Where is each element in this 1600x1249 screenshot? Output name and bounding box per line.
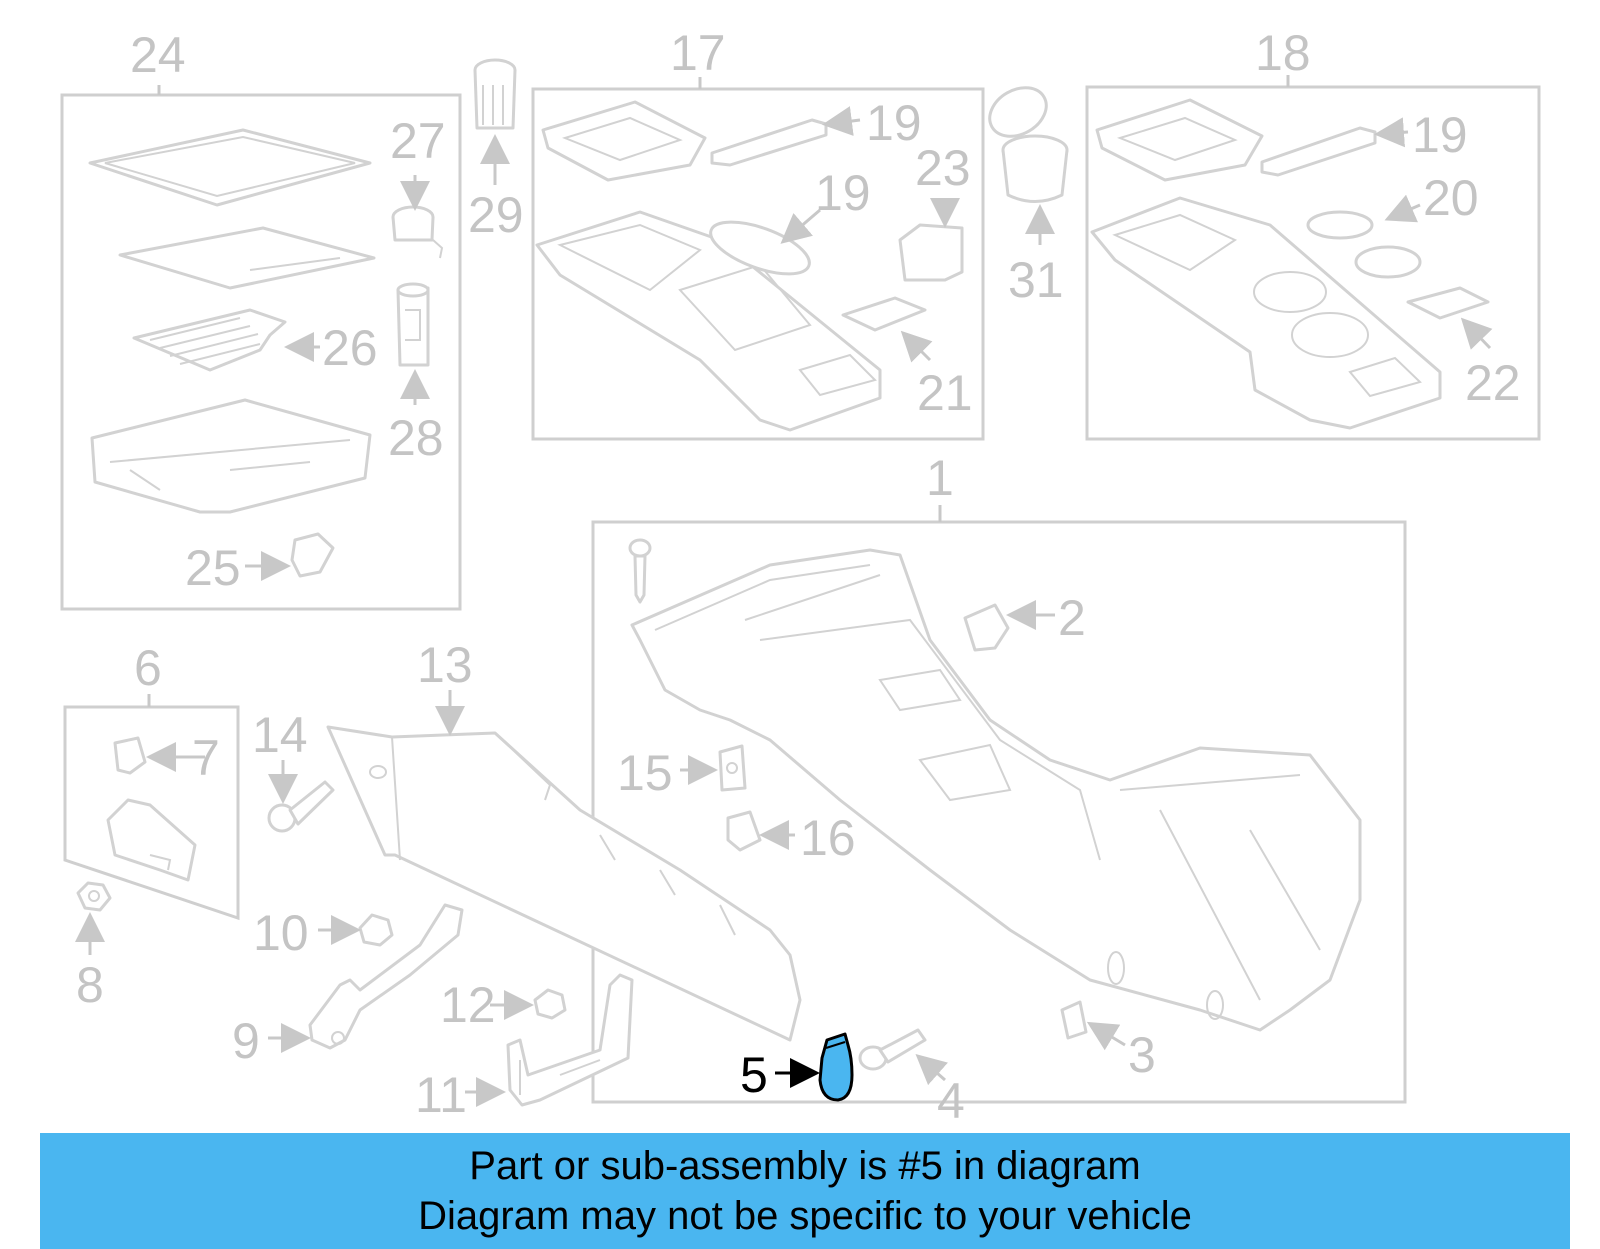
- callout-25: 24: [130, 27, 186, 83]
- bezel-upper-17: [541, 100, 707, 182]
- callout-4: 4: [937, 1073, 965, 1129]
- group-box-6: [63, 705, 240, 921]
- callout-30: 29: [468, 187, 524, 243]
- clip-2: [963, 603, 1010, 652]
- callout-23: 22: [1465, 355, 1521, 411]
- side-panel-13: [326, 725, 802, 1042]
- group-box-1: [591, 520, 1407, 1104]
- callout-20: 19: [815, 165, 871, 221]
- mat-20: [709, 220, 811, 276]
- clip-15: [718, 744, 747, 792]
- socket-28: [391, 205, 444, 259]
- bracket-6: [106, 798, 197, 882]
- callout-9: 9: [232, 1013, 260, 1069]
- callout-5: 5: [740, 1047, 768, 1103]
- armrest-lid-pad: [118, 226, 376, 290]
- callout-29: 28: [388, 410, 444, 466]
- callout-11: 11: [415, 1067, 467, 1123]
- callout-2: 2: [1058, 590, 1086, 646]
- console-top-18: [1090, 196, 1442, 430]
- trim-strip-19a: [710, 118, 828, 167]
- clip-16: [726, 810, 762, 852]
- banner-line-2: Diagram may not be specific to your vehi…: [418, 1194, 1192, 1238]
- callout-24: 23: [915, 140, 971, 196]
- mat-23: [1406, 286, 1490, 320]
- callout-8: 8: [76, 957, 104, 1013]
- bezel-upper-18: [1095, 98, 1264, 182]
- banner-line-1: Part or sub-assembly is #5 in diagram: [469, 1144, 1141, 1188]
- bracket-11: [506, 973, 634, 1107]
- clip-26: [290, 532, 335, 578]
- callout-22: 21: [917, 365, 973, 421]
- callout-6: 6: [134, 640, 162, 696]
- callout-21: 20: [1423, 170, 1479, 226]
- callout-1: 1: [926, 450, 954, 506]
- group-box-17: [531, 87, 985, 441]
- group-box-25: [60, 93, 462, 611]
- callout-28: 27: [390, 113, 446, 169]
- callout-16: 16: [800, 810, 856, 866]
- callout-18: 18: [1255, 25, 1311, 81]
- console-body-1: [630, 548, 1362, 1032]
- connector-29: [396, 282, 430, 367]
- console-top-17: [535, 210, 882, 432]
- callout-31: 31: [1008, 252, 1064, 308]
- clip-7: [113, 736, 147, 775]
- callout-15: 15: [617, 745, 673, 801]
- cup-holder-31: [988, 86, 1069, 203]
- callout-14: 14: [252, 707, 308, 763]
- nut-12: [533, 988, 567, 1020]
- armrest-mat-27: [132, 308, 287, 372]
- callout-19a: 19: [866, 95, 922, 151]
- screw-4: [858, 1028, 927, 1071]
- part-5-highlighted[interactable]: [818, 1032, 854, 1102]
- callout-13: 13: [417, 637, 473, 693]
- insert-24: [898, 223, 964, 282]
- callout-3: 3: [1128, 1027, 1156, 1083]
- trim-strip-19b: [1260, 126, 1377, 177]
- callout-7: 7: [192, 730, 220, 786]
- callout-labels: 24 27 26 28 25 29 17 19 19 23 21 31 18 1…: [76, 25, 1521, 1129]
- clip-3: [1060, 1000, 1088, 1040]
- armrest-lid-top: [88, 128, 372, 207]
- outlet-30: [473, 58, 517, 130]
- nut-10: [358, 913, 394, 947]
- nut-8: [76, 881, 112, 912]
- leader-lines: [75, 106, 1493, 1107]
- info-banner: Part or sub-assembly is #5 in diagram Di…: [40, 1133, 1570, 1249]
- mat-22: [841, 296, 927, 332]
- armrest-base: [90, 398, 372, 514]
- callout-27: 26: [322, 320, 378, 376]
- callout-19b: 19: [1412, 107, 1468, 163]
- callout-26: 25: [185, 540, 241, 596]
- bolt-14: [267, 780, 335, 833]
- callout-12: 12: [440, 977, 496, 1033]
- callout-17: 17: [670, 25, 726, 81]
- callout-10: 10: [253, 905, 309, 961]
- mat-21: [1306, 210, 1422, 279]
- screw-1: [628, 538, 652, 604]
- group-box-18: [1085, 85, 1541, 441]
- bracket-9: [308, 903, 464, 1050]
